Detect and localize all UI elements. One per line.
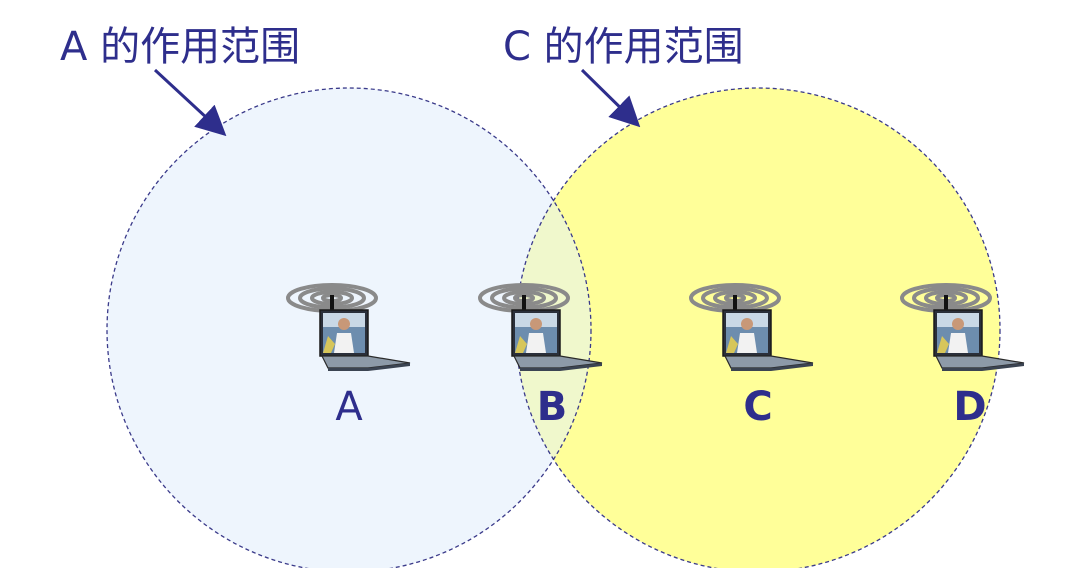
node-label-d: D <box>953 384 986 430</box>
range-a-arrow <box>153 68 227 137</box>
laptop-icon-d <box>900 283 1025 371</box>
node-label-a: A <box>335 384 363 430</box>
laptop-icon-a <box>286 283 411 371</box>
range-c-title: C 的作用范围 <box>503 24 744 70</box>
range-c-arrow <box>580 68 641 128</box>
range-circle-a-outline <box>106 87 592 568</box>
node-label-c: C <box>743 384 772 430</box>
range-a-title: A 的作用范围 <box>60 24 300 70</box>
node-label-b: B <box>537 384 568 430</box>
laptop-icon-c <box>689 283 814 371</box>
laptop-icon-b <box>478 283 603 371</box>
